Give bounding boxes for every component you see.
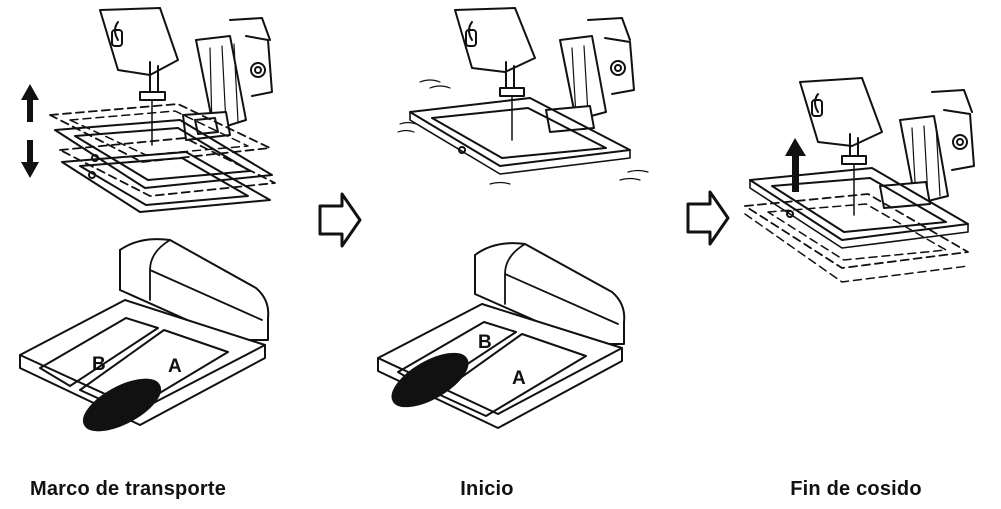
work-clamp-frame bbox=[49, 103, 276, 213]
up-arrow-icon bbox=[785, 138, 806, 192]
step-1-illustration: B A bbox=[19, 7, 276, 432]
pedal-a-label: A bbox=[512, 368, 526, 389]
sewing-machine-head bbox=[454, 7, 635, 141]
foot-pedal: B A bbox=[19, 238, 270, 432]
work-clamp-frame bbox=[744, 167, 969, 283]
step-3-illustration bbox=[744, 77, 975, 283]
sewing-machine-head bbox=[799, 77, 975, 216]
right-outline-arrow-icon bbox=[318, 192, 362, 248]
sewing-machine-head bbox=[99, 7, 273, 146]
foot-shoe bbox=[82, 378, 162, 432]
up-down-arrow-icon bbox=[21, 84, 39, 178]
pedal-a[interactable] bbox=[437, 333, 587, 417]
step-2-illustration: B A bbox=[377, 7, 649, 429]
work-clamp-frame bbox=[397, 79, 649, 185]
step-1-caption: Marco de transporte bbox=[29, 478, 227, 500]
pedal-a-label: A bbox=[168, 356, 182, 377]
step-3-caption: Fin de cosido bbox=[790, 478, 922, 500]
right-outline-arrow-icon bbox=[686, 190, 730, 246]
pedal-b[interactable] bbox=[39, 317, 159, 387]
step-2-caption: Inicio bbox=[460, 478, 514, 500]
foot-shoe bbox=[391, 352, 469, 408]
foot-pedal: B A bbox=[377, 242, 626, 429]
pedal-b-label: B bbox=[92, 354, 106, 375]
pedal-b-label: B bbox=[478, 332, 492, 353]
